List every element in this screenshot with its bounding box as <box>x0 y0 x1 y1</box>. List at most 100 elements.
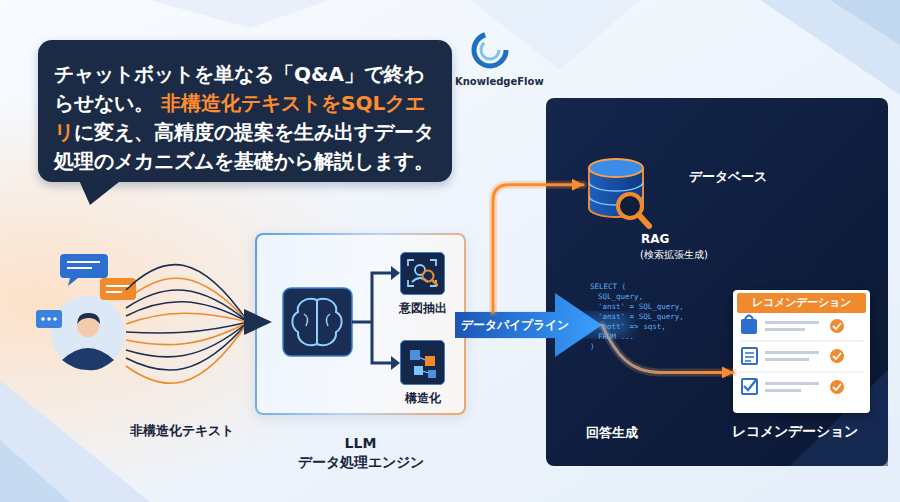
text-fan <box>126 265 248 384</box>
database-glyph <box>583 152 649 230</box>
structure-icon: 構造化 <box>400 340 445 385</box>
brain-lobe <box>292 299 317 345</box>
bubble-tail <box>78 178 124 205</box>
brain-icon <box>283 288 352 356</box>
brain-lobe <box>317 299 342 345</box>
corner-shape <box>150 0 330 28</box>
card-rows-part <box>744 380 756 390</box>
fan-line <box>126 322 248 345</box>
card-rows-part <box>739 341 864 372</box>
callout-text: に変え、高精度の提案を生み出すデータ処理のメカニズムを基礎から解説します。 <box>54 120 434 173</box>
card-rows-part <box>742 348 757 364</box>
card-rows-part <box>830 349 844 363</box>
chat-lines <box>106 286 130 292</box>
structure-glyph-part <box>428 370 436 378</box>
card-rows-part <box>742 379 757 394</box>
corner-shape <box>0 380 150 502</box>
sql-line: SELECT ( <box>590 282 626 291</box>
chat-dot <box>53 317 57 321</box>
structure-glyph-part <box>410 350 420 360</box>
sql-line: FROM ... <box>598 332 634 341</box>
connector-glow <box>493 185 583 312</box>
card-rows-part <box>765 321 819 324</box>
corner-shape <box>470 0 640 70</box>
fan-arrowhead <box>244 309 272 335</box>
brain-tile <box>283 288 352 356</box>
rag-label: RAG <box>641 232 669 246</box>
chat-bubble <box>60 254 108 278</box>
intent-glyph-part <box>408 260 436 286</box>
step-label: 回答生成 <box>562 424 662 442</box>
database-glyph-part <box>639 215 649 226</box>
user-hair <box>77 313 100 324</box>
card-rows-part <box>833 384 841 390</box>
sql-line: ) <box>590 342 595 351</box>
card-rows-part <box>833 323 841 329</box>
fan-line <box>126 278 248 322</box>
user-circle <box>51 296 125 370</box>
sql-line: 'anst' = SQL_query, <box>598 312 684 321</box>
brain-fold <box>304 306 330 338</box>
sql-line: 'nott' => sqst, <box>598 322 666 331</box>
fan-line <box>126 302 248 322</box>
fan-line <box>126 265 248 322</box>
text-block: チャットボットを単なる「Q&A」で終わらせない。非構造化テキストをSQLクエリに… <box>38 40 452 176</box>
branch-arrowhead <box>391 266 400 280</box>
sql-line: SQL_query, <box>598 292 643 301</box>
icon-label: 意図抽出 <box>399 300 447 317</box>
chat-dot <box>47 317 51 321</box>
fan-line <box>126 322 248 333</box>
input-label: 非構造化テキスト <box>122 422 242 440</box>
card-rows-part <box>765 328 805 331</box>
fan-line <box>126 322 248 357</box>
pipeline-shape-part <box>455 293 602 357</box>
card-rows-part <box>765 382 819 385</box>
dark-panel <box>546 98 888 466</box>
callout-bubble: チャットボットを単なる「Q&A」で終わらせない。非構造化テキストをSQLクエリに… <box>38 40 452 182</box>
pipeline-label: データパイプライン <box>461 312 569 338</box>
card-rows-part <box>765 358 809 361</box>
logo-ring <box>474 34 506 66</box>
chat-bubble <box>36 310 62 328</box>
rag-subtitle: (検索拡張生成) <box>640 248 708 262</box>
logo-ring <box>481 41 499 59</box>
structure-glyph <box>401 341 443 383</box>
card-rows-part <box>741 319 757 334</box>
card-rows-part <box>830 319 844 333</box>
user-icon <box>36 254 136 370</box>
card-rows-part <box>745 316 753 320</box>
recommendation-card: レコメンデーション <box>733 290 870 413</box>
card-rows-part <box>765 351 819 354</box>
card-rows-part <box>765 389 801 392</box>
connector-arrow <box>602 325 733 372</box>
structure-glyph-part <box>414 366 423 375</box>
card-rows-part <box>745 353 754 361</box>
database-label: データベース <box>689 168 767 186</box>
branch-arrowhead <box>391 356 400 370</box>
connector-glow <box>602 325 733 372</box>
fan-line <box>126 322 248 383</box>
chat-bubble <box>100 278 136 300</box>
corner-shape <box>0 440 70 502</box>
intent-icon: 意図抽出 <box>400 252 445 295</box>
fan-line <box>126 313 248 324</box>
fan-line <box>126 322 248 370</box>
fan-line <box>126 290 248 322</box>
user-head <box>77 315 99 337</box>
step-label: レコメンデーション <box>720 423 870 441</box>
structure-glyph-part <box>425 356 435 366</box>
chat-dot <box>41 317 45 321</box>
icon-label: 構造化 <box>405 390 441 407</box>
branch-arrow <box>352 273 392 363</box>
database-glyph-part <box>589 159 643 177</box>
pipeline-arrow: データパイプライン <box>455 312 602 338</box>
database-icon: データベース <box>583 152 649 230</box>
corner-shape <box>760 0 900 95</box>
card-rows-part <box>833 353 841 359</box>
logo-text: KnowledgeFlow <box>455 76 544 87</box>
chat-bubble <box>68 278 78 286</box>
